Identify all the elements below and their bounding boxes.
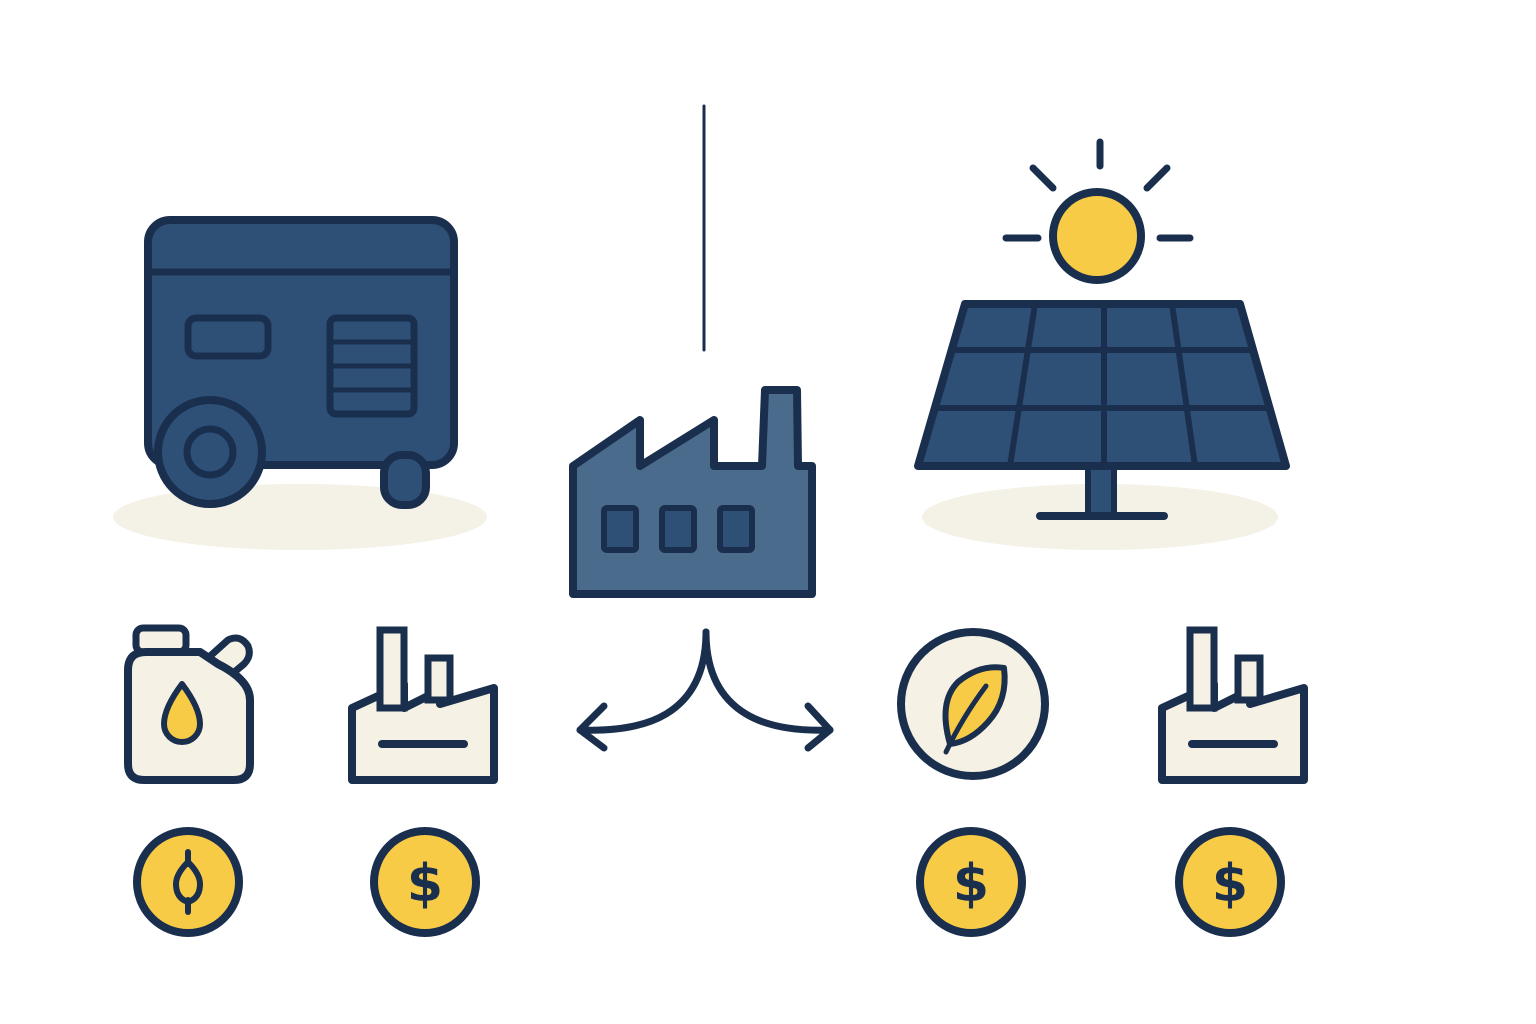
dollar-coin-icon-green-cost: $	[916, 827, 1026, 937]
fuel-coin-icon	[133, 827, 243, 937]
generator-icon	[113, 216, 487, 550]
sun-icon	[1002, 138, 1194, 284]
solar-panel-icon	[914, 300, 1290, 550]
dollar-coin-icon-right-cost: $	[1175, 827, 1285, 937]
generator-shadow	[113, 484, 487, 550]
bidirectional-split-arrow-icon	[576, 628, 834, 752]
factory-outline-icon-left	[348, 626, 498, 784]
dollar-coin-symbol: $	[953, 854, 989, 914]
fuel-can-icon	[124, 624, 254, 784]
dollar-coin-icon-left-cost: $	[370, 827, 480, 937]
factory-icon	[569, 386, 816, 598]
factory-outline-icon-right	[1158, 626, 1308, 784]
leaf-icon	[897, 628, 1049, 780]
dollar-coin-symbol: $	[407, 854, 443, 914]
dollar-coin-symbol: $	[1212, 854, 1248, 914]
